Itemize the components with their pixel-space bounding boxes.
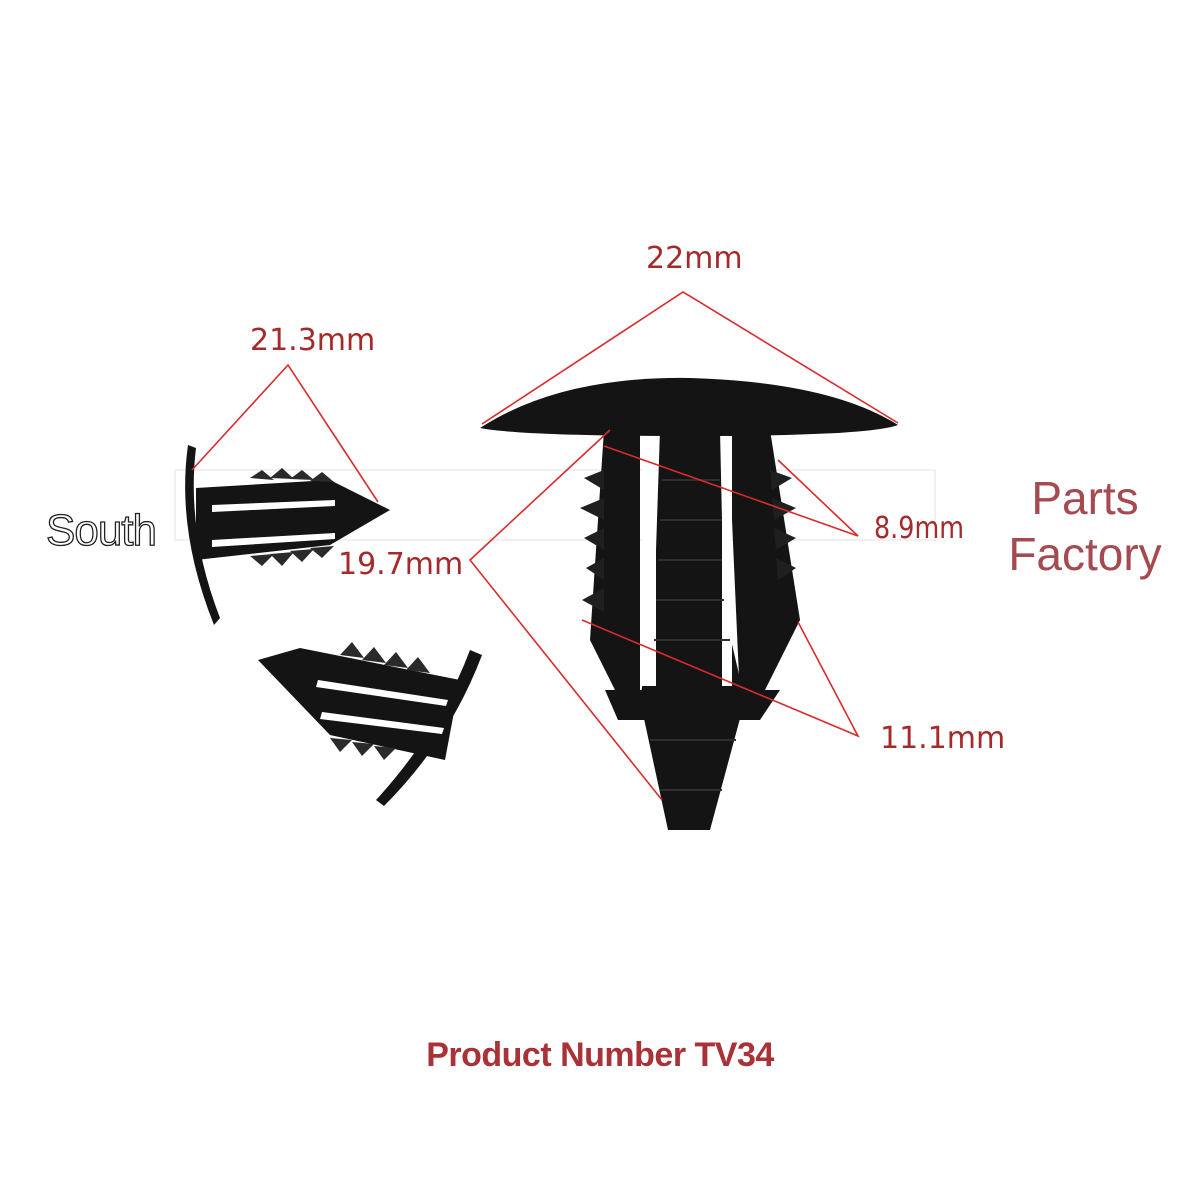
brand-watermark-line2: Factory [1008, 528, 1162, 580]
brand-watermark-right: Parts Factory [985, 470, 1185, 582]
brand-watermark-line1: Parts [1031, 472, 1139, 524]
dimension-label-head-large: 22mm [646, 241, 743, 276]
dimension-label-stem-length: 19.7mm [338, 547, 463, 582]
dimension-lines [191, 291, 899, 801]
clip-side-view-upper [185, 445, 390, 625]
dimension-label-head-small: 21.3mm [250, 323, 375, 358]
dimension-label-stem-top-width: 8.9mm [874, 511, 964, 546]
dimension-label-stem-base-width: 11.1mm [880, 721, 1005, 756]
product-number-caption: Product Number TV34 [426, 1036, 774, 1074]
brand-watermark-left: South [45, 505, 157, 555]
faint-watermark [174, 469, 936, 541]
clip-front-view [480, 377, 898, 830]
clip-side-view-lower [258, 642, 482, 806]
